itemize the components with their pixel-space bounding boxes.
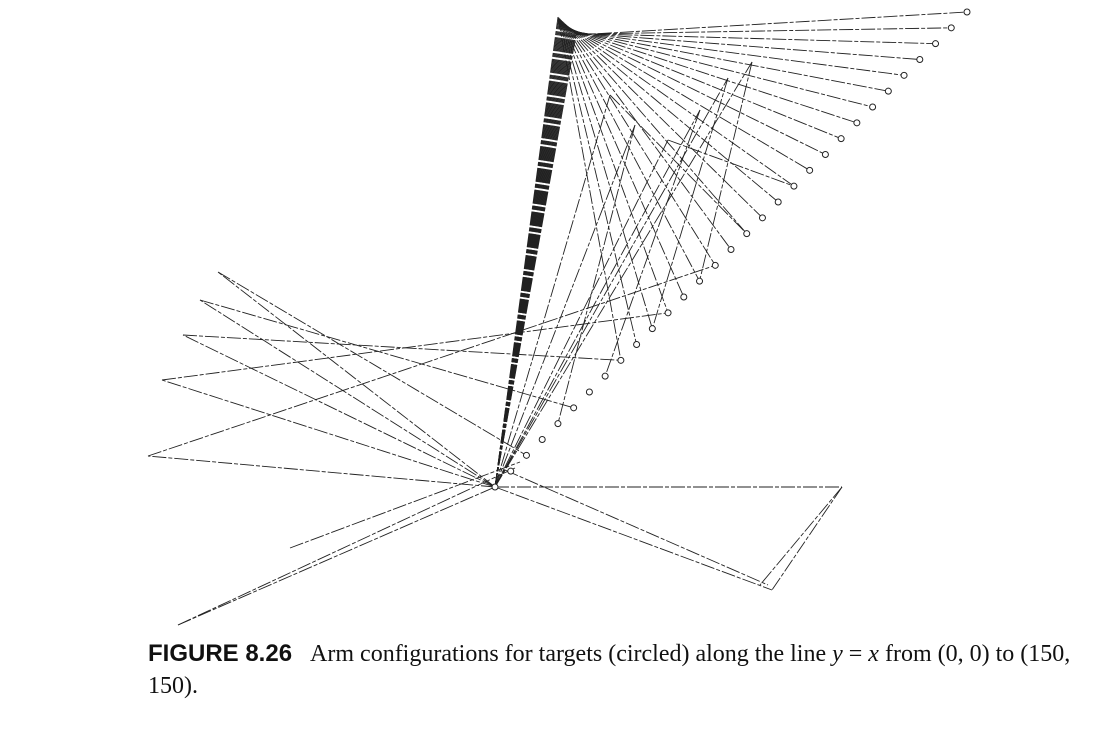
forearm-link — [568, 27, 826, 155]
forearm-link — [161, 312, 669, 381]
target-marker — [900, 71, 908, 79]
upper-link — [494, 109, 701, 488]
forearm-link — [558, 17, 638, 345]
target-marker — [884, 87, 892, 95]
forearm-link — [177, 467, 516, 626]
forearm-link — [667, 139, 795, 187]
caption-var-y: y — [832, 641, 843, 667]
target-marker — [711, 261, 719, 269]
target-marker — [806, 166, 814, 174]
upper-link — [494, 486, 773, 591]
upper-link — [217, 271, 496, 488]
target-marker — [601, 372, 609, 380]
target-marker — [932, 40, 940, 48]
upper-link — [147, 455, 496, 488]
target-marker — [585, 388, 593, 396]
forearm-link — [182, 334, 621, 361]
forearm-link — [570, 28, 858, 124]
forearm-link — [504, 469, 769, 586]
forearm-link — [574, 32, 936, 45]
target-marker — [680, 293, 688, 301]
upper-link — [199, 299, 496, 488]
forearm-link — [557, 124, 636, 424]
forearm-link — [566, 25, 795, 187]
target-marker — [774, 198, 782, 206]
target-marker — [758, 214, 766, 222]
target-marker — [554, 420, 562, 428]
target-markers — [491, 8, 971, 491]
forearm-link — [565, 24, 779, 203]
target-marker — [963, 8, 971, 16]
target-marker — [916, 56, 924, 63]
upper-link — [494, 77, 729, 488]
target-marker — [617, 356, 625, 364]
forearm-link — [565, 24, 763, 219]
target-marker — [664, 309, 672, 317]
forearm-link — [561, 20, 700, 282]
upper-link — [494, 139, 669, 488]
forearm-link — [199, 299, 574, 409]
upper-link — [494, 61, 753, 488]
figure-label: FIGURE 8.26 — [148, 640, 293, 667]
target-marker — [727, 246, 735, 253]
target-marker — [790, 182, 798, 190]
forearm-link — [289, 461, 521, 549]
target-marker — [522, 451, 530, 459]
target-marker — [491, 483, 499, 491]
forearm-link — [570, 29, 873, 108]
arm-configurations — [147, 11, 968, 626]
forearm-link — [609, 94, 748, 234]
target-marker — [570, 404, 578, 412]
forearm-link — [571, 30, 889, 92]
target-marker — [538, 436, 546, 443]
forearm-link — [147, 264, 716, 457]
target-marker — [853, 119, 861, 127]
target-marker — [837, 135, 845, 143]
forearm-link — [564, 23, 748, 234]
upper-link — [177, 486, 496, 626]
target-marker — [869, 103, 877, 111]
forearm-link — [569, 28, 842, 140]
caption-range: from (0, 0) to (150, 150). — [148, 641, 1071, 699]
upper-link — [494, 94, 611, 488]
forearm-link — [557, 16, 622, 361]
forearm-link — [604, 109, 701, 377]
target-marker — [648, 325, 656, 333]
target-marker — [947, 24, 955, 32]
forearm-link — [217, 271, 527, 456]
forearm-link — [699, 61, 753, 282]
upper-link — [494, 34, 577, 488]
forearm-link — [559, 18, 653, 329]
arm-configuration-diagram — [147, 8, 971, 626]
caption-equals: = — [842, 641, 869, 667]
forearm-link — [560, 20, 685, 298]
forearm-link — [651, 77, 729, 329]
forearm-link — [573, 32, 920, 60]
figure-caption: FIGURE 8.26 Arm configurations for target… — [148, 638, 1108, 702]
forearm-link — [563, 22, 732, 250]
upper-link — [182, 334, 496, 488]
upper-link — [494, 124, 636, 488]
upper-link — [161, 379, 496, 488]
target-marker — [821, 151, 829, 158]
forearm-link — [771, 486, 843, 591]
forearm-link — [575, 27, 952, 35]
forearm-link — [560, 19, 669, 313]
forearm-link — [567, 26, 810, 171]
caption-text: Arm configurations for targets (circled)… — [310, 641, 833, 667]
forearm-link — [572, 31, 905, 76]
caption-var-x: x — [868, 641, 879, 667]
target-marker — [696, 277, 704, 285]
forearm-link — [759, 486, 843, 586]
target-marker — [633, 341, 641, 348]
target-marker — [743, 230, 751, 238]
target-marker — [507, 467, 515, 475]
forearm-link — [575, 11, 968, 36]
forearm-link — [562, 21, 716, 266]
